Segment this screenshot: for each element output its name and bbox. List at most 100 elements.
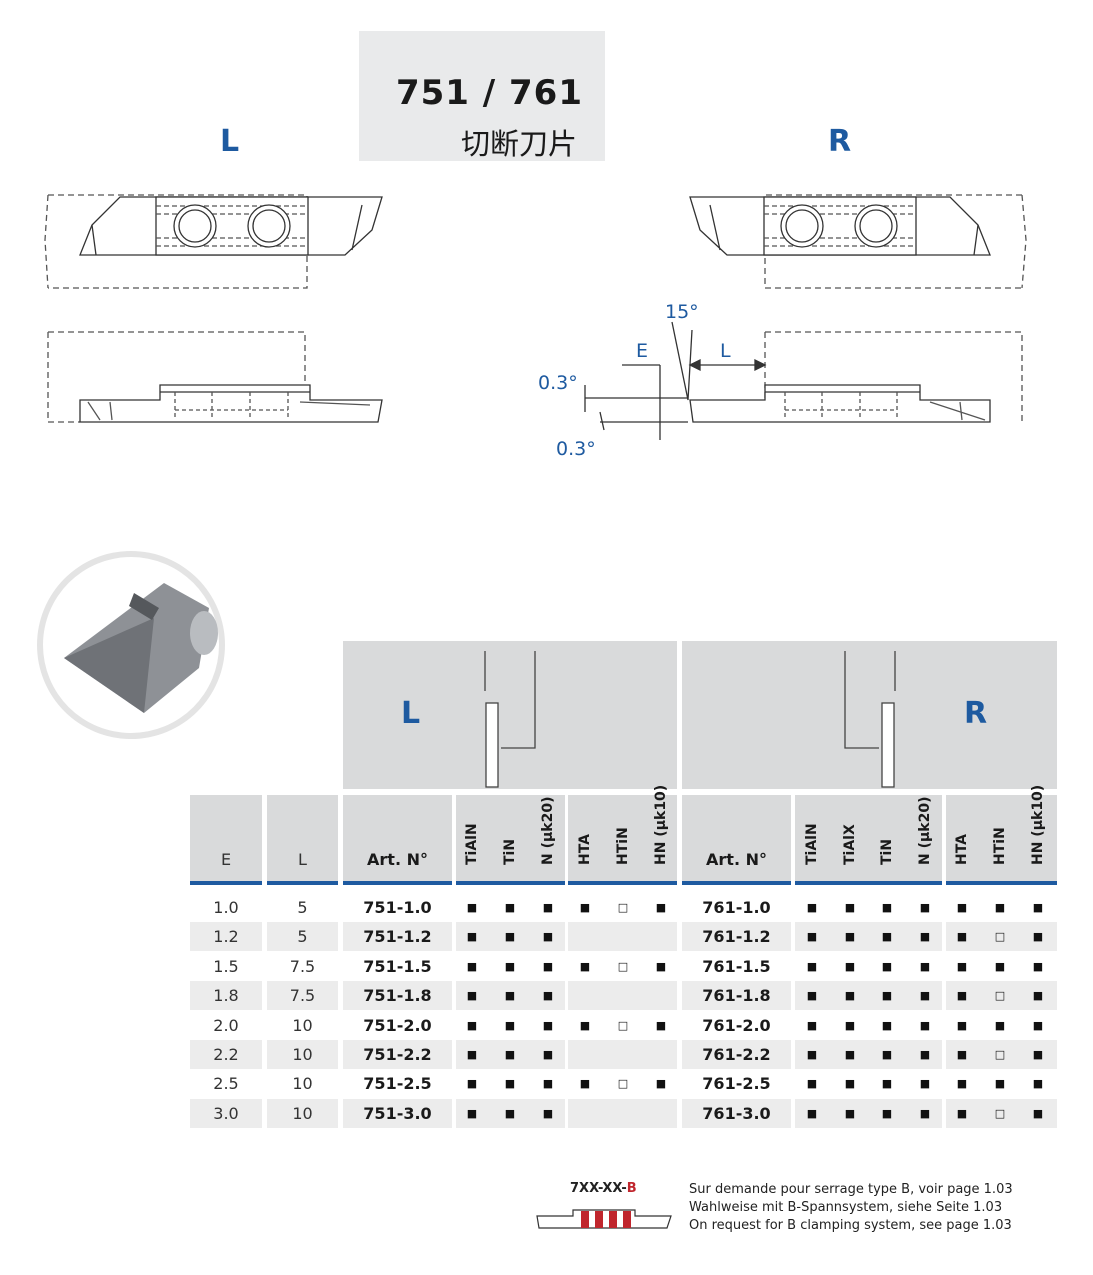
- filled-mark-right: ■: [956, 1107, 968, 1120]
- header-rule: [190, 881, 262, 885]
- filled-mark-left: ■: [579, 901, 591, 914]
- right-insert-top-view: [689, 194, 1027, 289]
- coating-header-right: TiAlN: [804, 823, 820, 865]
- footer-note-fr: Sur demande pour serrage type B, voir pa…: [689, 1182, 1013, 1197]
- cell-art-left: 751-2.0: [363, 1016, 432, 1035]
- row-stripe: [795, 1040, 942, 1069]
- header-art-right: Art. N°: [682, 795, 791, 883]
- filled-mark-right: ■: [806, 960, 818, 973]
- filled-mark-left: ■: [466, 930, 478, 943]
- row-stripe: [946, 981, 1057, 1010]
- row-stripe: [795, 922, 942, 951]
- row-stripe: [682, 1099, 791, 1128]
- header-left-coatings-a: [456, 795, 565, 883]
- filled-mark-right: ■: [1032, 1048, 1044, 1061]
- header-rule: [795, 881, 942, 885]
- filled-mark-right: ■: [806, 989, 818, 1002]
- filled-mark-right: ■: [881, 1048, 893, 1061]
- footer-note: Sur demande pour serrage type B, voir pa…: [689, 1181, 1013, 1235]
- cell-l: 10: [292, 1104, 313, 1123]
- coating-header-right: HTA: [954, 833, 970, 865]
- filled-mark-right: ■: [844, 960, 856, 973]
- filled-mark-right: ■: [994, 1019, 1006, 1032]
- filled-mark-left: ■: [655, 901, 667, 914]
- row-stripe: [343, 981, 452, 1010]
- footer-note-de: Wahlweise mit B-Spannsystem, siehe Seite…: [689, 1200, 1003, 1215]
- left-insert-side-view: [47, 331, 383, 423]
- filled-mark-left: ■: [542, 1077, 554, 1090]
- right-group-label: R: [964, 696, 988, 731]
- filled-mark-right: ■: [1032, 901, 1044, 914]
- cell-l: 5: [297, 927, 308, 946]
- cell-art-left: 751-1.8: [363, 986, 432, 1005]
- left-group-header: L: [343, 641, 677, 789]
- filled-mark-left: ■: [542, 930, 554, 943]
- filled-mark-right: ■: [844, 1019, 856, 1032]
- open-mark-left: □: [617, 901, 629, 914]
- filled-mark-right: ■: [994, 1077, 1006, 1090]
- open-mark-left: □: [617, 1019, 629, 1032]
- filled-mark-left: ■: [504, 901, 516, 914]
- filled-mark-right: ■: [844, 930, 856, 943]
- cell-e: 2.2: [213, 1045, 239, 1064]
- filled-mark-right: ■: [881, 960, 893, 973]
- dim-e-label: E: [636, 340, 648, 362]
- row-stripe: [456, 1099, 565, 1128]
- filled-mark-left: ■: [542, 989, 554, 1002]
- angle-03-bottom-label: 0.3°: [556, 438, 596, 460]
- header-rule: [682, 881, 791, 885]
- filled-mark-right: ■: [806, 901, 818, 914]
- filled-mark-right: ■: [1032, 960, 1044, 973]
- coating-header-right: HTiN: [992, 827, 1008, 865]
- right-tool-sketch: [844, 651, 896, 788]
- right-insert-side-view: [584, 321, 1023, 440]
- row-stripe: [190, 981, 262, 1010]
- page-subtitle: 切断刀片: [460, 127, 577, 161]
- cell-art-right: 761-2.5: [702, 1074, 771, 1093]
- filled-mark-right: ■: [919, 930, 931, 943]
- left-tool-sketch: [484, 651, 536, 788]
- cell-art-right: 761-1.2: [702, 927, 771, 946]
- header-l: L: [267, 795, 338, 883]
- filled-mark-left: ■: [466, 1107, 478, 1120]
- row-stripe: [946, 922, 1057, 951]
- cell-art-left: 751-2.5: [363, 1074, 432, 1093]
- filled-mark-right: ■: [806, 1077, 818, 1090]
- filled-mark-right: ■: [844, 901, 856, 914]
- filled-mark-right: ■: [994, 960, 1006, 973]
- cell-art-left: 751-1.5: [363, 957, 432, 976]
- filled-mark-right: ■: [956, 901, 968, 914]
- row-stripe: [267, 1040, 338, 1069]
- filled-mark-left: ■: [504, 1077, 516, 1090]
- row-stripe: [682, 1040, 791, 1069]
- filled-mark-right: ■: [881, 1107, 893, 1120]
- right-variant-label: R: [828, 124, 852, 159]
- header-right-coatings-a: [795, 795, 942, 883]
- row-stripe: [190, 1040, 262, 1069]
- filled-mark-left: ■: [655, 960, 667, 973]
- filled-mark-right: ■: [919, 1107, 931, 1120]
- row-stripe: [682, 981, 791, 1010]
- filled-mark-right: ■: [994, 901, 1006, 914]
- filled-mark-right: ■: [956, 930, 968, 943]
- cell-e: 1.8: [213, 986, 239, 1005]
- cell-art-left: 751-1.2: [363, 927, 432, 946]
- b-clamp-code: 7XX-XX-B: [570, 1181, 637, 1196]
- filled-mark-left: ■: [504, 1107, 516, 1120]
- open-mark-right: □: [994, 1107, 1006, 1120]
- filled-mark-right: ■: [881, 989, 893, 1002]
- page-title: 751 / 761: [395, 73, 583, 113]
- row-stripe: [568, 922, 677, 951]
- cell-l: 7.5: [289, 986, 316, 1005]
- coating-header-left: TiN: [502, 838, 518, 865]
- filled-mark-right: ■: [806, 1107, 818, 1120]
- filled-mark-right: ■: [881, 1019, 893, 1032]
- cell-art-right: 761-3.0: [702, 1104, 771, 1123]
- filled-mark-right: ■: [1032, 1107, 1044, 1120]
- row-stripe: [795, 981, 942, 1010]
- header-rule: [568, 881, 677, 885]
- header-right-coatings-b: [946, 795, 1057, 883]
- filled-mark-right: ■: [956, 1019, 968, 1032]
- filled-mark-right: ■: [881, 901, 893, 914]
- header-rule: [267, 881, 338, 885]
